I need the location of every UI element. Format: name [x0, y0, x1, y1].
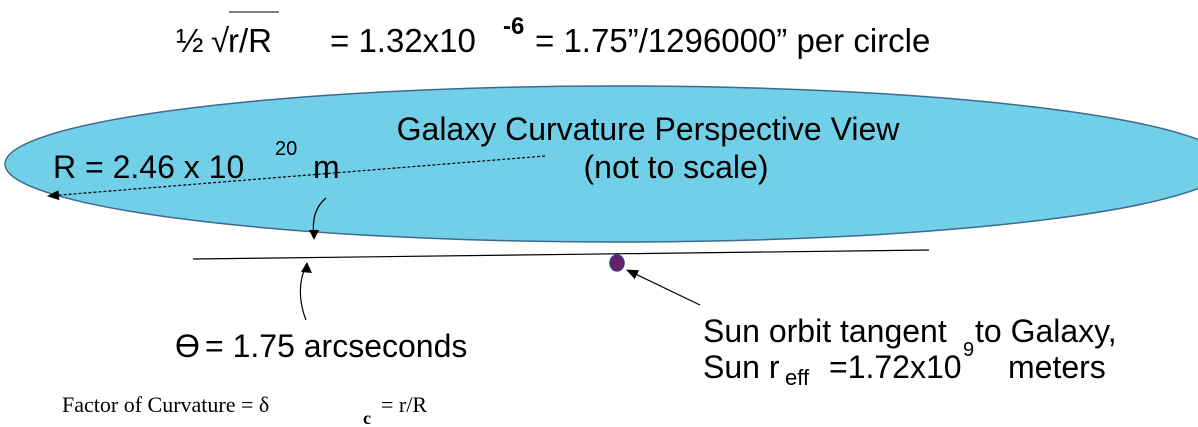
factor-label-text: Factor of Curvature = δ — [62, 392, 269, 417]
sun-label-line1-sub: 9 — [963, 339, 974, 361]
sun-label-line2-sub: eff — [785, 365, 810, 390]
factor-label-end: = r/R — [381, 392, 427, 417]
tangent-line — [192, 249, 930, 260]
formula-radicand: r/R — [228, 22, 272, 59]
formula-exponent: -6 — [503, 13, 524, 40]
galaxy-title-line2: (not to scale) — [584, 149, 769, 185]
formula-half: ½ — [176, 22, 204, 59]
galaxy-ellipse — [4, 85, 1198, 243]
sun-label-line2-end: meters — [1008, 349, 1106, 385]
radius-label-prefix: R = 2.46 x 10 — [53, 149, 244, 185]
angle-arrow-upper — [309, 230, 319, 240]
radius-arrow — [47, 155, 546, 201]
radius-label-unit: m — [313, 149, 340, 185]
sun-label-line1-end: to Galaxy, — [975, 313, 1117, 349]
factor-label-sub: c — [363, 408, 371, 427]
theta-label-text: = 1.75 arcseconds — [205, 328, 467, 364]
formula-rest: = 1.75”/1296000” per circle — [535, 22, 930, 59]
sun-arrow — [626, 269, 701, 306]
sun-dot — [609, 254, 625, 272]
formula-root-sign: √ — [211, 22, 230, 59]
galaxy-title-line1: Galaxy Curvature Perspective View — [397, 111, 901, 147]
radius-label-exponent: 20 — [275, 138, 297, 160]
sun-label-line1: Sun orbit tangent — [703, 313, 947, 349]
angle-arrow-lower — [301, 262, 312, 273]
theta-symbol: ϴ — [175, 328, 200, 364]
sun-label-line2-mid: =1.72x10 — [829, 349, 962, 385]
angle-arc-lower — [299, 265, 307, 321]
sun-label-line2-prefix: Sun r — [703, 349, 780, 385]
formula-equals-value: = 1.32x10 — [330, 22, 476, 59]
